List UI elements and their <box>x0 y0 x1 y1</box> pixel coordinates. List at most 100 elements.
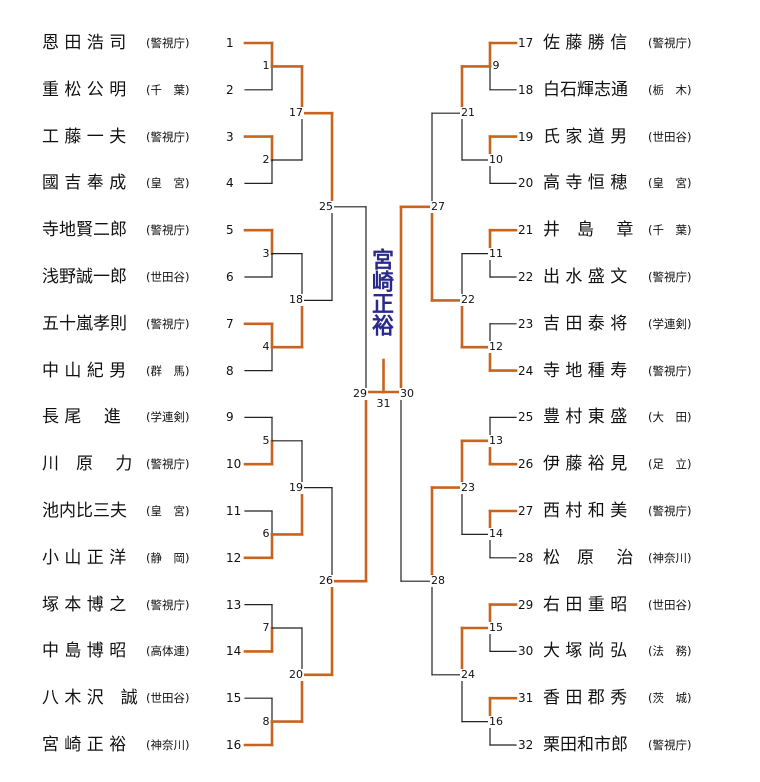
player-seed-number: 25 <box>518 410 534 425</box>
player-name: 出 水 盛 文 <box>543 267 628 287</box>
player-seed-number: 15 <box>226 691 242 706</box>
match-number: 26 <box>318 574 334 588</box>
player-seed-number: 21 <box>518 223 534 238</box>
player-affiliation: (警視庁) <box>648 270 692 284</box>
player-affiliation: (神奈川) <box>648 550 692 565</box>
player-seed-number: 4 <box>226 176 234 191</box>
player-affiliation: (群 馬) <box>146 363 190 378</box>
match-number: 10 <box>488 153 504 166</box>
player-seed-number: 10 <box>226 457 242 472</box>
match-number: 2 <box>261 153 271 166</box>
match-number: 19 <box>288 480 304 494</box>
player-name: 吉 田 泰 将 <box>543 313 628 334</box>
player-seed-number: 18 <box>518 82 534 97</box>
player-name: 工 藤 一 夫 <box>42 126 127 147</box>
player-name: 井 島 章 <box>543 220 634 241</box>
player-affiliation: (大 田) <box>648 410 692 425</box>
player-name: 塚 本 博 之 <box>42 594 127 615</box>
player-name: 右 田 重 昭 <box>543 594 628 615</box>
player-affiliation: (足 立) <box>648 457 692 472</box>
player-affiliation: (世田谷) <box>146 270 190 284</box>
match-number: 21 <box>460 106 476 120</box>
player-name: 白石輝志通 <box>543 79 628 100</box>
player-affiliation: (千 葉) <box>648 223 692 238</box>
match-number: 23 <box>460 480 476 494</box>
player-name: 川 原 力 <box>42 454 133 475</box>
player-name: 伊 藤 裕 見 <box>543 454 628 475</box>
player-seed-number: 28 <box>518 550 534 565</box>
player-affiliation: (警視庁) <box>648 504 692 518</box>
player-seed-number: 1 <box>226 36 234 50</box>
player-affiliation: (警視庁) <box>146 129 190 144</box>
player-name: 宮 崎 正 裕 <box>42 735 127 755</box>
player-seed-number: 8 <box>226 363 234 378</box>
player-name: 中 山 紀 男 <box>42 360 127 381</box>
player-affiliation: (学連剣) <box>146 410 190 425</box>
player-seed-number: 26 <box>518 457 534 472</box>
player-affiliation: (高体連) <box>146 644 190 659</box>
player-affiliation: (学連剣) <box>648 316 692 331</box>
player-name: 八 木 沢 誠 <box>42 688 138 709</box>
player-name: 中 島 博 昭 <box>42 641 127 662</box>
player-name: 松 原 治 <box>543 547 634 568</box>
player-seed-number: 22 <box>518 270 534 284</box>
player-affiliation: (法 務) <box>648 644 692 659</box>
player-affiliation: (警視庁) <box>648 36 692 50</box>
player-affiliation: (世田谷) <box>648 597 692 612</box>
player-affiliation: (警視庁) <box>648 738 692 752</box>
match-number: 11 <box>488 246 504 260</box>
player-name: 池内比三夫 <box>42 501 127 521</box>
player-affiliation: (栃 木) <box>648 82 692 97</box>
player-name: 香 田 郡 秀 <box>543 688 628 709</box>
match-number: 5 <box>261 433 271 447</box>
player-seed-number: 13 <box>226 597 242 612</box>
player-name: 高 寺 恒 穂 <box>543 173 628 194</box>
player-seed-number: 23 <box>518 316 534 331</box>
player-seed-number: 30 <box>518 644 534 659</box>
player-seed-number: 3 <box>226 129 234 144</box>
player-name: 恩 田 浩 司 <box>42 33 127 53</box>
player-affiliation: (警視庁) <box>648 363 692 378</box>
match-number: 9 <box>491 59 501 73</box>
player-name: 大 塚 尚 弘 <box>543 641 628 662</box>
player-seed-number: 29 <box>518 597 534 612</box>
match-number: 22 <box>460 293 476 307</box>
player-affiliation: (警視庁) <box>146 223 190 238</box>
player-affiliation: (皇 宮) <box>146 504 190 518</box>
match-number: 30 <box>399 387 415 400</box>
match-number: 24 <box>460 667 476 681</box>
match-number: 17 <box>288 106 304 120</box>
player-name: 小 山 正 洋 <box>42 547 127 568</box>
match-number: 6 <box>261 527 271 541</box>
player-name: 重 松 公 明 <box>42 79 127 100</box>
match-number: 12 <box>488 340 504 354</box>
final-match-number: 31 <box>375 397 392 410</box>
player-name: 五十嵐孝則 <box>42 313 127 334</box>
player-seed-number: 11 <box>226 504 242 518</box>
match-number: 3 <box>261 246 271 260</box>
player-name: 栗田和市郎 <box>543 735 628 755</box>
player-affiliation: (神奈川) <box>146 738 190 752</box>
match-number: 18 <box>288 293 304 307</box>
player-seed-number: 14 <box>226 644 242 659</box>
champion-name: 宮崎正裕 <box>368 248 394 336</box>
player-seed-number: 5 <box>226 223 234 238</box>
player-seed-number: 2 <box>226 82 234 97</box>
player-affiliation: (世田谷) <box>146 691 190 706</box>
match-number: 20 <box>288 667 304 681</box>
match-number: 16 <box>488 714 504 728</box>
player-name: 佐 藤 勝 信 <box>543 33 628 53</box>
match-number: 4 <box>261 340 271 354</box>
player-seed-number: 20 <box>518 176 534 191</box>
player-name: 長 尾 進 <box>42 407 121 428</box>
player-name: 寺地賢二郎 <box>42 220 127 241</box>
player-name: 國 吉 奉 成 <box>42 173 127 194</box>
player-affiliation: (静 岡) <box>146 550 190 565</box>
match-number: 7 <box>261 621 271 634</box>
player-seed-number: 7 <box>226 316 234 331</box>
match-number: 14 <box>488 527 504 541</box>
player-name: 豊 村 東 盛 <box>543 407 628 428</box>
match-number: 25 <box>318 199 334 213</box>
player-name: 西 村 和 美 <box>543 501 628 521</box>
player-affiliation: (警視庁) <box>146 316 190 331</box>
